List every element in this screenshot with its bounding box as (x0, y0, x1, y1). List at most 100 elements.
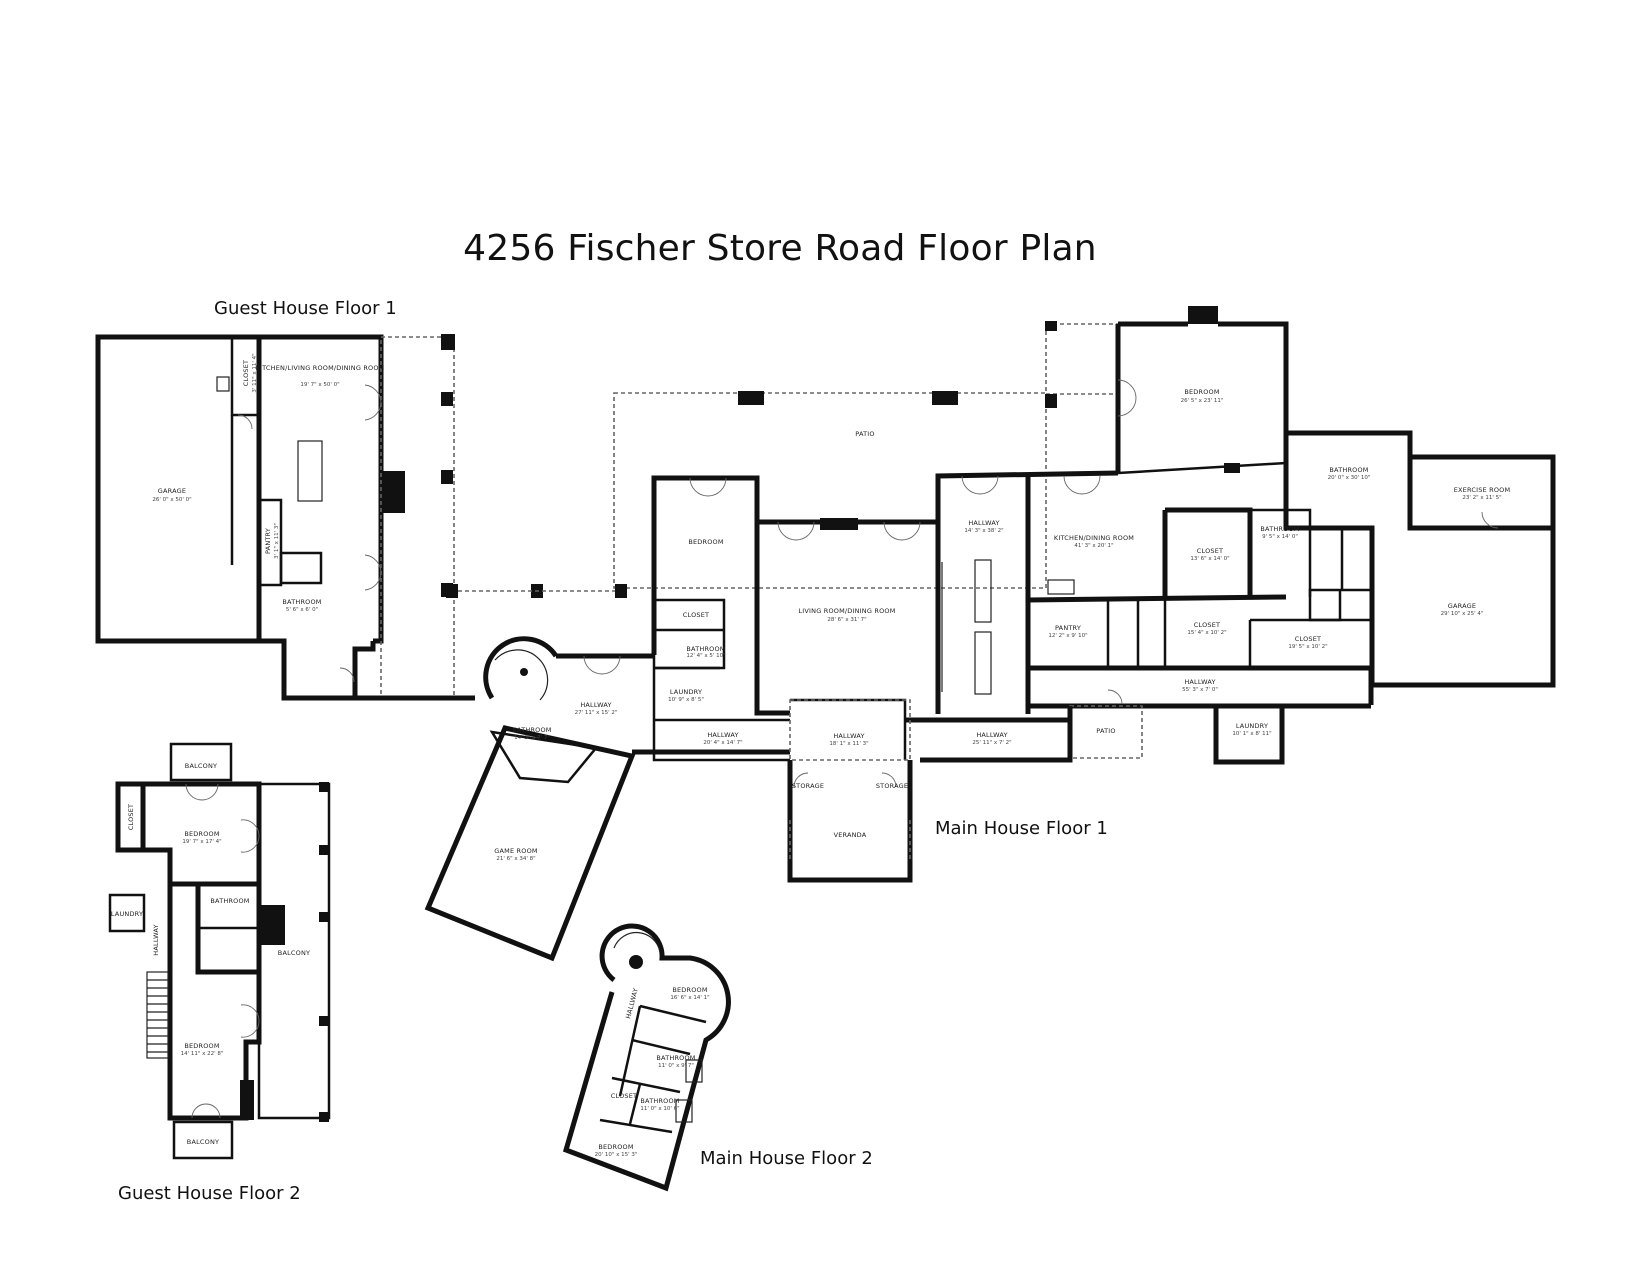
gh2-bath-walls (195, 884, 259, 975)
gh2-balcony-side-label: BALCONY (278, 949, 310, 957)
gh1-garage-walls (95, 334, 262, 644)
mh1-closet-d-label: CLOSET (1295, 635, 1321, 643)
mh1-closet-d-dim: 19' 5" x 10' 2" (1288, 644, 1327, 650)
mh1-kitchen-dim: 41' 3" x 20' 1" (1074, 543, 1113, 549)
mh2-tub (685, 1059, 703, 1083)
main-house-floor-1-plan: PATIO BEDROOM 26' 5" x 23' 11" BEDROOM C… (424, 306, 1556, 962)
main-house-floor-2-plan: BEDROOM 16' 6" x 14' 1" HALLWAY BATHROOM… (562, 923, 731, 1192)
gh2-closet-walls (115, 781, 146, 853)
label-main-house-floor-2: Main House Floor 2 (700, 1148, 873, 1169)
gh1-south-walls (259, 638, 376, 701)
mh1-laundry-b-label: LAUNDRY (1236, 722, 1268, 730)
mh1-hall-b-label: HALLWAY (1184, 678, 1215, 686)
gh2-chimney (240, 1080, 254, 1120)
mh1-stair-rotunda (483, 636, 559, 700)
mh1-hall-e-dim: 18' 1" x 11' 3" (829, 741, 868, 747)
gh2-balcony-bottom-walls (172, 1120, 234, 1160)
mh1-kitchen-island-a (974, 559, 992, 623)
mh2-bath-a-dim: 11' 0" x 9' 7" (658, 1063, 694, 1069)
mh1-kitchen-range (1047, 579, 1075, 595)
gh1-column (441, 392, 453, 406)
mh1-patio-column (932, 391, 958, 405)
mh1-veranda-label: VERANDA (834, 831, 867, 839)
mh1-bath-a-label: BATHROOM (686, 645, 725, 653)
mh2-closet-east (628, 1083, 642, 1125)
gh2-balcony-bottom-label: BALCONY (187, 1138, 219, 1146)
mh1-bedroom-ne-label: BEDROOM (1184, 388, 1219, 396)
guest-house-floor-1-plan: GARAGE 26' 0" x 50' 0" KITCHEN/LIVING RO… (95, 334, 475, 701)
mh1-bath-d-label: BATHROOM (512, 726, 551, 734)
mh1-storage-a-label: STORAGE (792, 782, 824, 790)
gh1-kitchen-dim: 19' 7" x 50' 0" (300, 382, 339, 388)
mh2-bath-a-north (631, 1038, 691, 1056)
mh1-stair-newel (520, 668, 528, 676)
mh1-game-label: GAME ROOM (494, 847, 537, 855)
mh1-bath-c-label: BATHROOM (1329, 466, 1368, 474)
mh1-closet-b-dim: 13' 6" x 14' 0" (1190, 556, 1229, 562)
mh1-patio-column (1045, 321, 1057, 331)
mh1-hall-a-dim: 14' 3" x 38' 2" (964, 528, 1003, 534)
mh1-storage-b-label: STORAGE (876, 782, 908, 790)
mh1-patio-column (446, 584, 458, 598)
gh2-bedroom-b-dim: 14' 11" x 22' 8" (181, 1051, 224, 1057)
mh1-bath-c-dim: 20' 0" x 30' 10" (1328, 475, 1371, 481)
mh2-closet-north (611, 1076, 681, 1094)
gh2-bedroom-b-label: BEDROOM (184, 1042, 219, 1050)
mh1-veranda-walls (787, 760, 913, 883)
mh1-hall-b-dim: 55' 3" x 7' 0" (1182, 687, 1218, 693)
mh1-laundry-b-walls (1213, 703, 1285, 765)
gh2-laundry-walls (108, 893, 146, 933)
mh1-laundry-a-dim: 10' 9" x 8' 5" (668, 697, 704, 703)
mh1-kitchen-south (1027, 594, 1287, 603)
mh1-small-bath (1340, 526, 1374, 592)
mh1-bedroom-ne-east (1218, 321, 1289, 463)
mh2-bath-b-label: BATHROOM (640, 1097, 679, 1105)
mh1-hall-a-label: HALLWAY (968, 519, 999, 527)
mh1-closet-c-label: CLOSET (1194, 621, 1220, 629)
mh1-hall-e-outline (789, 699, 911, 761)
mh1-garage-label: GARAGE (1448, 602, 1476, 610)
gh2-column (319, 782, 329, 792)
gh1-pantry-walls (257, 498, 283, 587)
gh1-kitchen-label: KITCHEN/LIVING ROOM/DINING ROOM (256, 364, 385, 372)
gh2-laundry-label: LAUNDRY (111, 910, 143, 918)
gh2-column (319, 845, 329, 855)
mh1-kitchen-label: KITCHEN/DINING ROOM (1054, 534, 1134, 542)
mh1-bath-b-walls (1250, 508, 1312, 597)
mh1-kitchen-island-b (974, 631, 992, 695)
mh2-closet-label: CLOSET (611, 1092, 637, 1100)
mh1-east-wing-inner (1283, 463, 1375, 685)
gh1-bath-label: BATHROOM (282, 598, 321, 606)
gh2-door-swings (185, 783, 260, 1119)
mh1-bath-b-dim: 9' 5" x 14' 0" (1262, 534, 1298, 540)
mh1-closet-b-label: CLOSET (1197, 547, 1223, 555)
gh2-bedroom-a-label: BEDROOM (184, 830, 219, 838)
gh1-garage-dim: 26' 0" x 50' 0" (152, 497, 191, 503)
page-title: 4256 Fischer Store Road Floor Plan (463, 228, 1097, 269)
mh1-hall-b-north (1028, 665, 1374, 705)
mh1-bedroom-ne-chimney (1188, 306, 1218, 324)
guest-house-floor-2-plan: BALCONY CLOSET BEDROOM 19' 7" x 17' 4" B… (108, 742, 331, 1160)
mh1-patio-extension (1045, 323, 1119, 395)
gh1-closet-dim: 3' 11" x 11' 4" (252, 353, 258, 392)
mh1-exercise-south (1407, 457, 1553, 531)
mh2-outer-walls (562, 923, 731, 1192)
mh1-bedroom-ne-dim: 26' 5" x 23' 11" (1181, 398, 1224, 404)
mh1-hall-f-dim: 25' 11" x 7' 2" (972, 740, 1011, 746)
mh1-patio-column (738, 391, 764, 405)
mh1-bath-b-label: BATHROOM (1260, 525, 1299, 533)
mh1-patio-b-label: PATIO (1096, 727, 1115, 735)
mh1-living-dim: 28' 6" x 31' 7" (827, 617, 866, 623)
mh2-stair-treads (613, 932, 661, 953)
label-main-house-floor-1: Main House Floor 1 (935, 818, 1108, 839)
mh1-patio-column (615, 584, 627, 598)
mh1-garage-dim: 29' 10" x 25' 4" (1441, 611, 1484, 617)
mh1-fireplace-ne (1224, 463, 1240, 473)
mh1-game-dim: 21' 6" x 34' 8" (496, 856, 535, 862)
mh1-patio-b-outline (1069, 705, 1143, 759)
mh1-door-swings (583, 379, 1499, 788)
gh2-bath-a-label: BATHROOM (210, 897, 249, 905)
gh1-column (441, 470, 453, 484)
mh2-bath-b-dim: 11' 0" x 10' 6" (640, 1106, 679, 1112)
